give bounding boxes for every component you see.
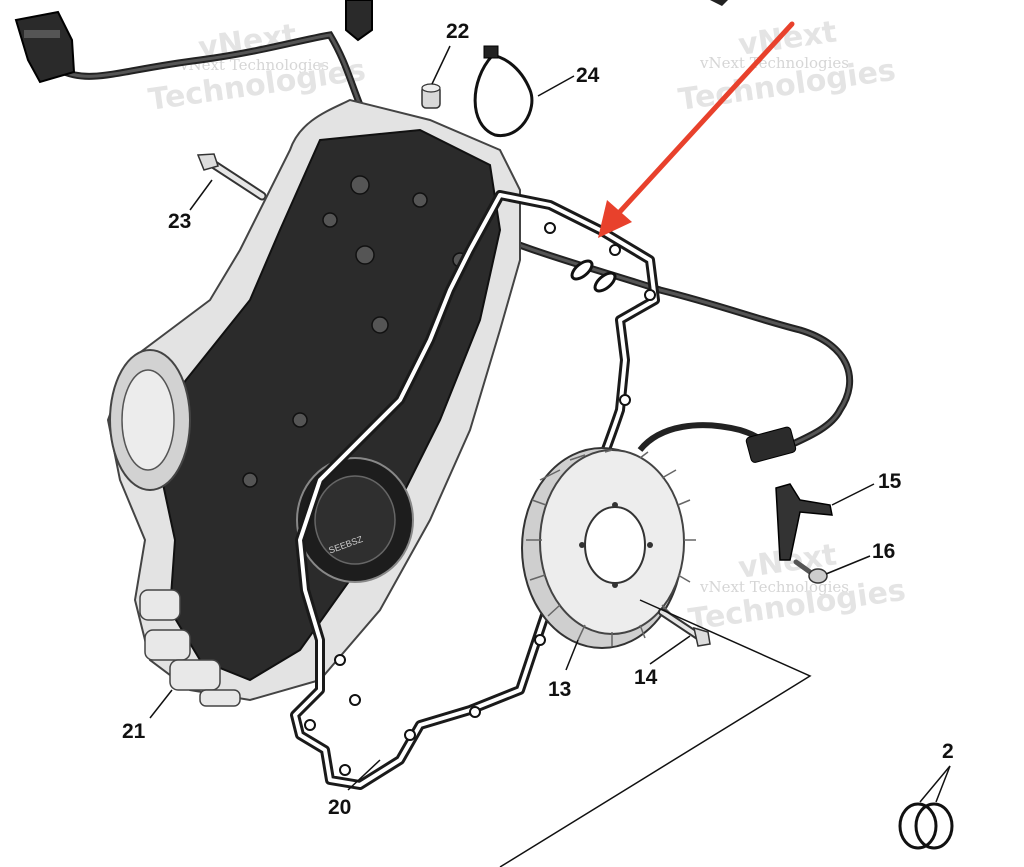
callout-22: 22 (446, 20, 469, 43)
crank-seal: SEEBSZ (296, 457, 414, 583)
callout-15: 15 (878, 470, 902, 493)
callout-labels: 22 24 23 15 16 13 14 21 20 2 (122, 20, 954, 819)
callout-14: 14 (634, 666, 658, 689)
part-23-bolt (196, 153, 267, 201)
watermark-text: vNext Technologies (699, 54, 849, 72)
callout-16: 16 (872, 540, 895, 563)
part-13-stator (521, 422, 797, 649)
callout-13: 13 (548, 678, 571, 701)
watermark-top-left: vNext Technologies Technologies vNext (146, 18, 368, 118)
callout-21: 21 (122, 720, 146, 743)
harness-connector-top (345, 0, 728, 42)
part-15-bracket (775, 483, 833, 561)
leader-lines (149, 45, 951, 867)
part-14-bolt (658, 608, 711, 647)
watermark-text: vNext Technologies (699, 578, 849, 596)
callout-23: 23 (168, 210, 191, 233)
part-2-o-rings (898, 802, 954, 850)
callout-24: 24 (576, 64, 600, 87)
red-pointer-arrow (598, 21, 795, 238)
callout-2: 2 (942, 740, 954, 763)
part-24-cable-tie (473, 45, 534, 137)
part-22-spacer (421, 83, 441, 109)
magneto-cover: SEEBSZ (106, 98, 521, 707)
part-16-screw (793, 559, 828, 584)
callout-20: 20 (328, 796, 351, 819)
harness-connector (14, 10, 76, 84)
